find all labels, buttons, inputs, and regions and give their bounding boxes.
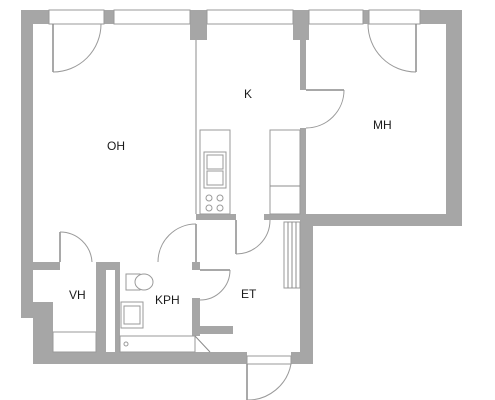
interior-walls [21, 30, 312, 362]
room-label-mh: MH [373, 118, 392, 132]
room-label-et: ET [241, 287, 257, 301]
vh-fixtures [52, 331, 97, 353]
room-label-vh: VH [69, 288, 86, 302]
doors [52, 23, 417, 400]
room-label-oh: OH [107, 139, 125, 153]
room-labels: OH K MH VH KPH ET [69, 87, 392, 307]
room-label-kph: KPH [155, 293, 180, 307]
room-label-k: K [244, 87, 252, 101]
walls [21, 9, 462, 365]
closet [283, 221, 301, 289]
kitchen-fixtures [195, 40, 301, 215]
bathroom-fixtures [119, 273, 211, 353]
